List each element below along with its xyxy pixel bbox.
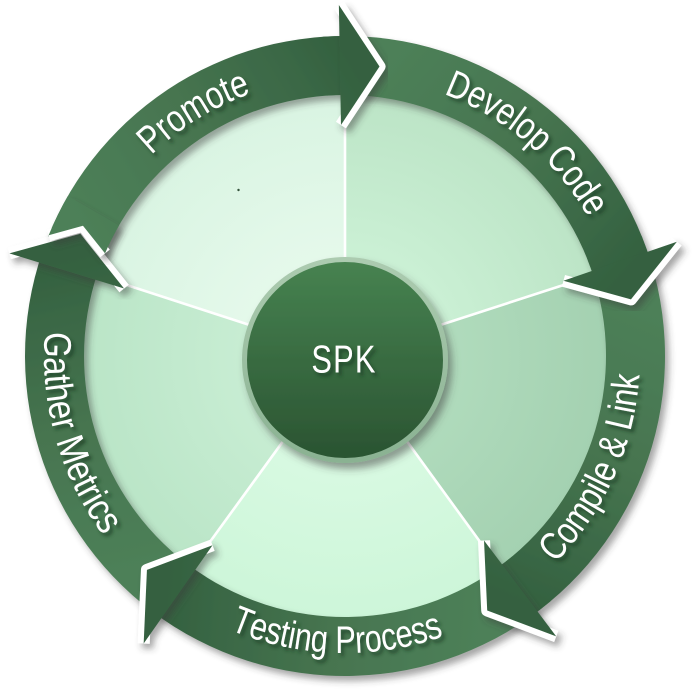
- svg-text:P: P: [335, 620, 355, 662]
- svg-text:n: n: [292, 616, 315, 660]
- svg-text:g: g: [309, 618, 330, 661]
- svg-text:o: o: [363, 618, 384, 662]
- svg-text:h: h: [37, 381, 82, 405]
- svg-text:n: n: [602, 386, 647, 410]
- svg-text:a: a: [35, 356, 79, 376]
- svg-text:c: c: [378, 616, 400, 660]
- svg-text:G: G: [35, 331, 79, 358]
- svg-text:t: t: [36, 373, 80, 386]
- svg-text:r: r: [354, 619, 366, 662]
- svg-text:k: k: [604, 371, 648, 391]
- svg-text:SPK: SPK: [311, 338, 376, 381]
